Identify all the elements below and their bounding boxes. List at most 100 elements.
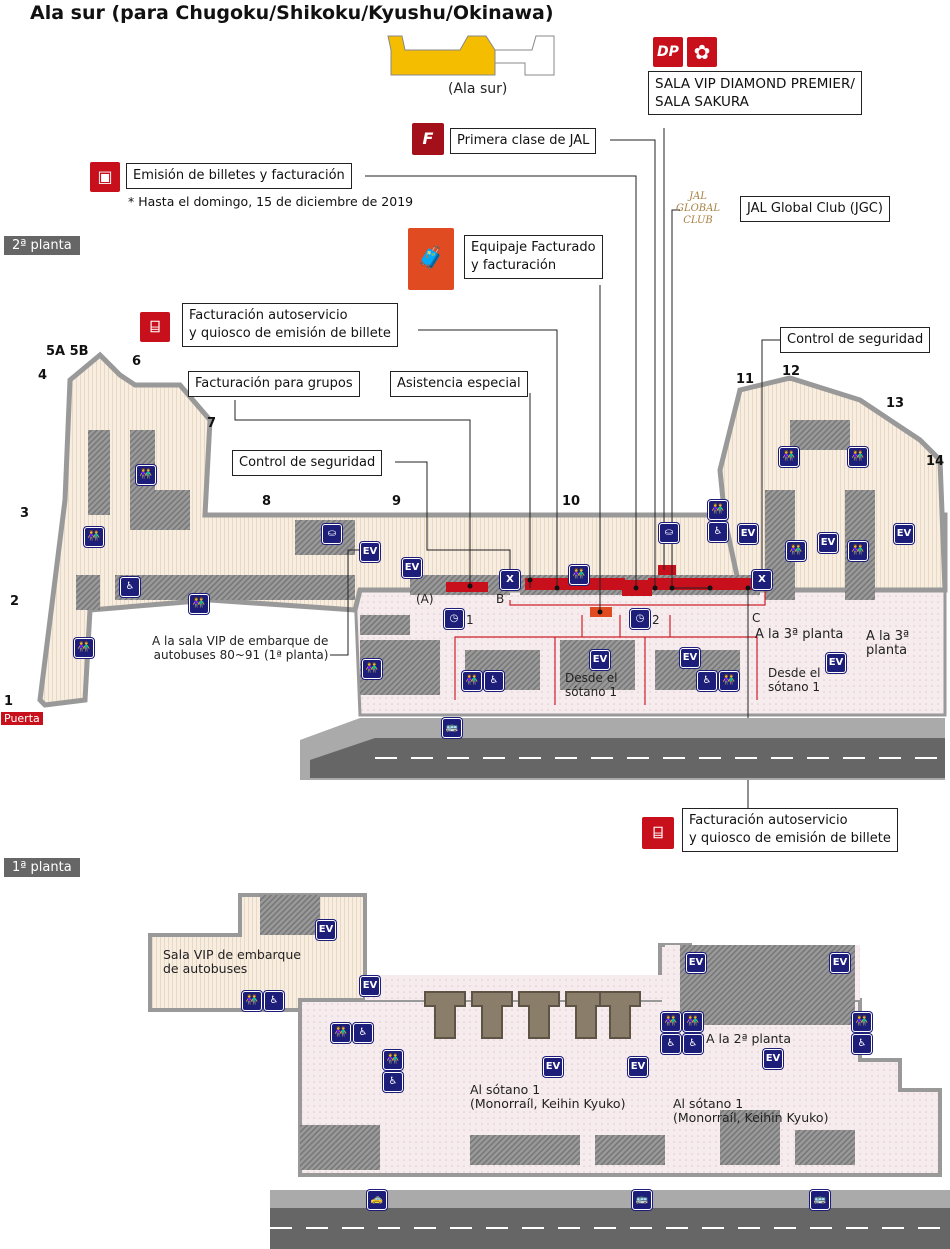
gate-6: 6 <box>132 354 142 369</box>
diamond-premier-logo: DP <box>653 37 683 67</box>
restroom-icon: 👫 <box>661 1012 681 1032</box>
callout-group-checkin: Facturación para grupos <box>188 371 360 397</box>
elevator-icon: EV <box>894 524 914 544</box>
callout-first-class: Primera clase de JAL <box>450 128 597 154</box>
floor-label-2: 2ª planta <box>4 236 80 255</box>
elevator-icon: EV <box>360 542 380 562</box>
label-from-b1-left: Desde el sótano 1 <box>565 671 618 699</box>
elevator-icon: EV <box>402 558 422 578</box>
first-class-logo: F <box>412 123 444 155</box>
first-floor-plan <box>148 893 950 1249</box>
gate-7: 7 <box>207 416 217 431</box>
restroom-icon: 👫 <box>136 465 156 485</box>
lounge-icon: ⛀ <box>659 523 679 543</box>
accessible-icon: ♿ <box>264 991 284 1011</box>
restroom-icon: 👫 <box>242 991 262 1011</box>
elevator-icon: EV <box>360 976 380 996</box>
clock-1-label: 1 <box>466 613 474 627</box>
accessible-icon: ♿ <box>484 671 504 691</box>
marker-c: C <box>752 611 761 625</box>
gate-4: 4 <box>38 368 48 383</box>
accessible-icon: ♿ <box>683 1034 703 1054</box>
elevator-icon: EV <box>680 648 700 668</box>
restroom-icon: 👫 <box>74 638 94 658</box>
accessible-icon: ♿ <box>383 1072 403 1092</box>
callout-security-left: Control de seguridad <box>232 450 383 476</box>
restroom-icon: 👫 <box>848 541 868 561</box>
restroom-icon: 👫 <box>84 527 104 547</box>
elevator-icon: EV <box>686 953 706 973</box>
callout-baggage: Equipaje Facturado y facturación <box>464 235 603 279</box>
restroom-icon: 👫 <box>462 671 482 691</box>
accessible-icon: ♿ <box>353 1023 373 1043</box>
elevator-icon: EV <box>628 1057 648 1077</box>
label-to-3f-left: A la 3ª planta <box>755 627 844 642</box>
callout-special-assistance: Asistencia especial <box>390 371 528 397</box>
gate-12: 12 <box>782 364 801 379</box>
callout-self-checkin-top: Facturación autoservicio y quiosco de em… <box>182 303 398 347</box>
wing-locator-map <box>387 35 555 76</box>
elevator-icon: EV <box>818 533 838 553</box>
bus-stop-icon: 🚌 <box>810 1190 830 1210</box>
gate-8: 8 <box>262 494 272 509</box>
callout-ticketing: Emisión de billetes y facturación <box>126 163 352 189</box>
lounge-icon: ⛀ <box>322 524 342 544</box>
elevator-icon: EV <box>590 650 610 670</box>
wing-caption: (Ala sur) <box>448 81 508 97</box>
gate-3: 3 <box>20 506 30 521</box>
bus-stop-icon: 🚌 <box>632 1190 652 1210</box>
elevator-icon: EV <box>738 524 758 544</box>
restroom-icon: 👫 <box>362 659 382 679</box>
accessible-icon: ♿ <box>120 577 140 597</box>
accessible-icon: ♿ <box>852 1034 872 1054</box>
restroom-icon: 👫 <box>848 447 868 467</box>
gate-1: 1 <box>4 694 14 709</box>
second-floor-plan <box>37 128 948 808</box>
express-tag-baggage-icon: 🧳 <box>408 228 454 290</box>
taxi-icon: 🚕 <box>367 1190 387 1210</box>
gate-11: 11 <box>736 372 755 387</box>
accessible-icon: ♿ <box>697 671 717 691</box>
accessible-icon: ♿ <box>661 1034 681 1054</box>
elevator-icon: EV <box>763 1049 783 1069</box>
callout-security-right: Control de seguridad <box>780 327 931 353</box>
accessible-icon: ♿ <box>708 522 728 542</box>
self-checkin-icon-bottom: ⌸ <box>642 817 674 849</box>
page-title: Ala sur (para Chugoku/Shikoku/Kyushu/Oki… <box>30 2 554 24</box>
self-checkin-icon-top: ⌸ <box>140 312 170 342</box>
gate-10: 10 <box>562 494 581 509</box>
restroom-icon: 👫 <box>189 594 209 614</box>
label-to-b1-left: Al sótano 1 (Monorraíl, Keihin Kyuko) <box>470 1082 626 1111</box>
callout-diamond-premier-sakura: SALA VIP DIAMOND PREMIER/ SALA SAKURA <box>648 71 862 115</box>
label-to-b1-right: Al sótano 1 (Monorraíl, Keihin Kyuko) <box>673 1096 829 1125</box>
restroom-icon: 👫 <box>569 565 589 585</box>
restroom-icon: 👫 <box>719 671 739 691</box>
ticketing-note: * Hasta el domingo, 15 de diciembre de 2… <box>128 194 414 209</box>
xray-security-icon-b: X <box>500 570 520 590</box>
ticket-counter-icon: ▣ <box>90 162 120 192</box>
restroom-icon: 👫 <box>852 1012 872 1032</box>
gate-9: 9 <box>392 494 402 509</box>
bus-stop-icon: 🚌 <box>442 718 462 738</box>
gate-5a-5b: 5A 5B <box>46 344 89 359</box>
elevator-icon: EV <box>826 653 846 673</box>
gate-tag: Puerta <box>1 712 43 725</box>
sakura-lounge-logo: ✿ <box>687 37 717 67</box>
label-from-b1-right: Desde el sótano 1 <box>768 666 821 694</box>
restroom-icon: 👫 <box>331 1023 351 1043</box>
restroom-icon: 👫 <box>708 500 728 520</box>
elevator-icon: EV <box>830 953 850 973</box>
clock-icon-2: ◷ <box>630 609 650 629</box>
gate-14: 14 <box>926 454 945 469</box>
floor-label-1: 1ª planta <box>4 858 80 877</box>
clock-2-label: 2 <box>652 613 660 627</box>
restroom-icon: 👫 <box>683 1012 703 1032</box>
restroom-icon: 👫 <box>786 541 806 561</box>
clock-icon-1: ◷ <box>444 609 464 629</box>
label-bus-vip-lounge: Sala VIP de embarque de autobuses <box>163 947 301 976</box>
gate-13: 13 <box>886 396 905 411</box>
label-to-3f-right: A la 3ª planta <box>866 629 910 658</box>
callout-jgc: JAL Global Club (JGC) <box>740 196 890 222</box>
restroom-icon: 👫 <box>383 1050 403 1070</box>
